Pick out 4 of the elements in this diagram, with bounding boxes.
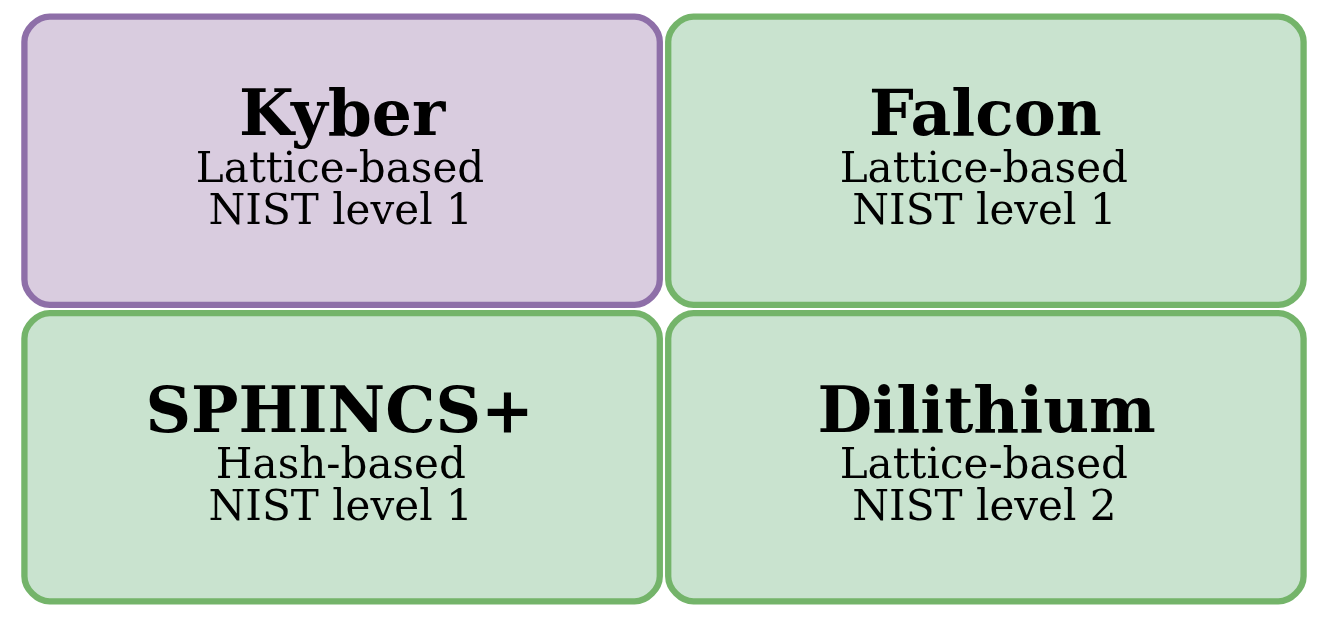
node-box: Kyber Lattice-based NIST level 1 <box>20 13 663 308</box>
node-box: Falcon Lattice-based NIST level 1 <box>664 13 1307 308</box>
node-box: Dilithium Lattice-based NIST level 2 <box>664 310 1307 605</box>
node-box: SPHINCS+ Hash-based NIST level 1 <box>20 310 663 605</box>
